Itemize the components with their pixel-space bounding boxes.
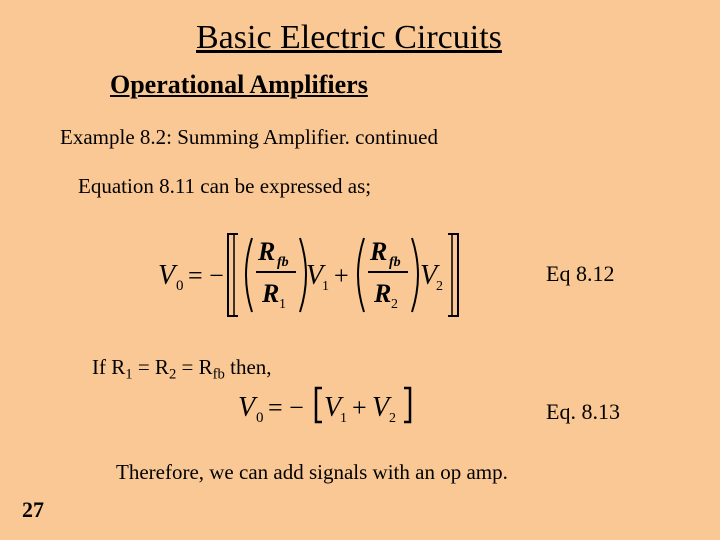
eq2-lhs-sub: 0: [256, 410, 264, 426]
outer-left-bracket: [227, 233, 238, 317]
eq1-den2: R: [373, 279, 391, 308]
eq1-var1-sub: 1: [322, 279, 329, 294]
equation-8-13: V 0 = − V 1 + V 2: [238, 386, 412, 426]
eq1-num2: R: [369, 237, 387, 266]
eq1-den1: R: [261, 279, 279, 308]
example-heading: Example 8.2: Summing Amplifier. continue…: [60, 125, 438, 149]
eq1-lhs-sub: 0: [176, 278, 184, 294]
eq2-var1: V: [324, 392, 344, 423]
left-paren-2: [357, 237, 365, 313]
slide-subtitle: Operational Amplifiers: [110, 70, 368, 99]
right-paren-1: [299, 237, 307, 313]
eq2-var2: V: [372, 392, 392, 423]
condition-mid-2: = R: [176, 355, 213, 379]
condition-text: If R1 = R2 = Rfb then,: [92, 353, 272, 383]
equation-intro-text: Equation 8.11 can be expressed as;: [78, 174, 372, 198]
condition-suffix: then,: [224, 355, 272, 379]
eq1-den1-sub: 1: [279, 297, 286, 312]
eq2-equals: = −: [268, 393, 304, 422]
outer-right-bracket: [448, 233, 459, 317]
page-number: 27: [22, 497, 44, 522]
condition-sub-2: 2: [168, 366, 177, 383]
eq1-plus: +: [334, 261, 349, 290]
eq1-lhs: V: [158, 260, 178, 291]
eq1-num2-sub: fb: [389, 255, 401, 270]
eq2-right-bracket: [404, 386, 412, 424]
eq2-lhs: V: [238, 392, 258, 423]
slide-title: Basic Electric Circuits: [196, 19, 502, 56]
condition-sub-3: fb: [212, 366, 225, 383]
condition-sub-1: 1: [125, 366, 133, 383]
equation-label-8-12: Eq 8.12: [546, 261, 615, 286]
eq2-left-bracket: [314, 386, 322, 424]
eq1-var1: V: [306, 260, 326, 291]
eq1-den2-sub: 2: [391, 297, 398, 312]
eq2-var2-sub: 2: [389, 411, 396, 426]
eq1-var2-sub: 2: [436, 279, 443, 294]
equation-8-12: V 0 = − R fb R 1 V 1 + R fb R 2 V 2: [158, 233, 459, 317]
eq1-var2: V: [420, 260, 440, 291]
condition-prefix: If R: [92, 355, 126, 379]
eq2-plus: +: [352, 393, 367, 422]
condition-mid-1: = R: [132, 355, 169, 379]
eq1-num1: R: [257, 237, 275, 266]
conclusion-text: Therefore, we can add signals with an op…: [116, 460, 508, 484]
right-paren-2: [411, 237, 419, 313]
eq1-num1-sub: fb: [277, 255, 289, 270]
left-paren-1: [245, 237, 253, 313]
equation-label-8-13: Eq. 8.13: [546, 399, 620, 424]
eq2-var1-sub: 1: [340, 411, 347, 426]
eq1-equals: = −: [188, 261, 224, 290]
